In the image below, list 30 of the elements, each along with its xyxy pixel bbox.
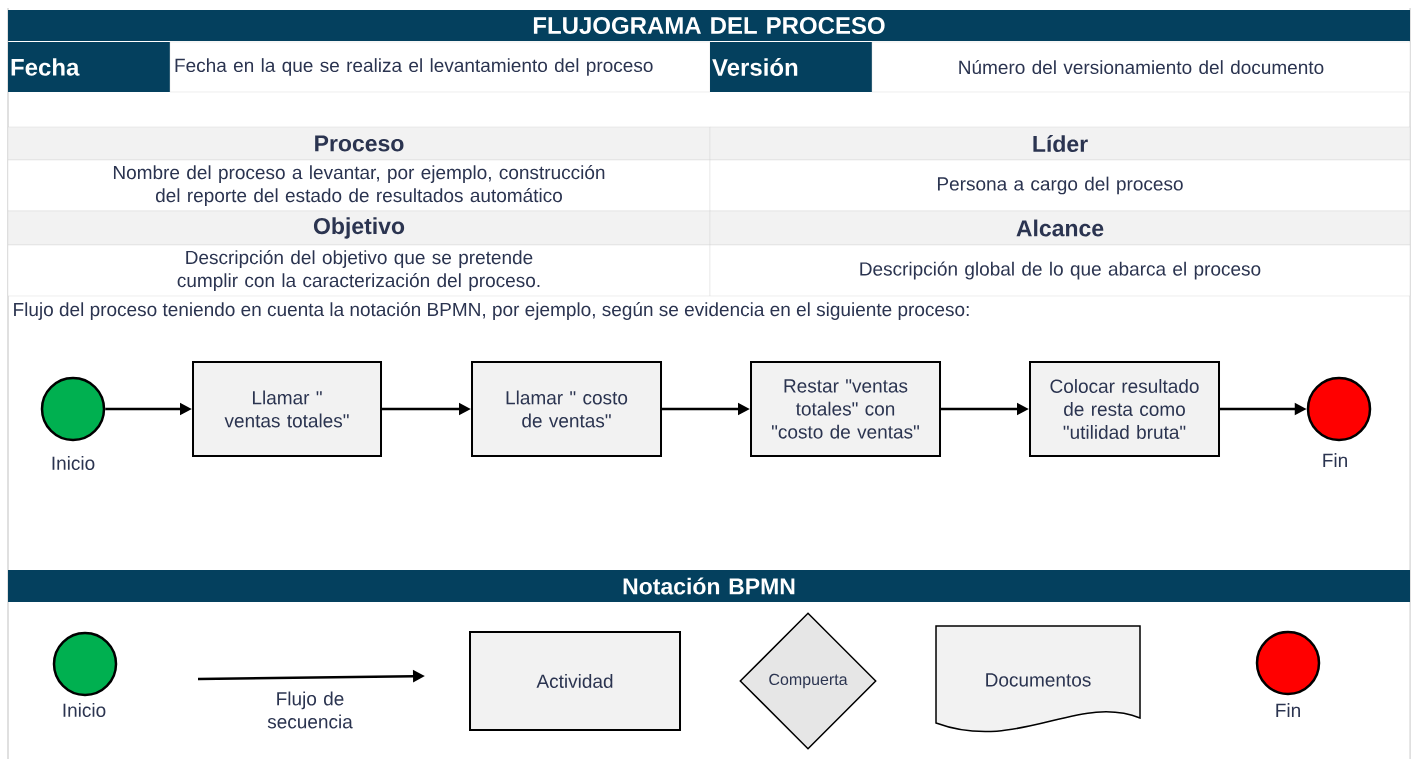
node-label: Fecha [11, 58, 80, 76]
table-cell: Número del versionamiento del documento [871, 41, 1411, 93]
event-label: Fin [1276, 703, 1300, 717]
table-cell: Descripción global de lo que abarca el proceso [709, 244, 1411, 297]
table-cell: Persona a cargo del proceso [709, 159, 1411, 212]
intro-text: Flujo del proceso teniendo en cuenta la notación BPMN, por ejemplo, según se evidencia en el siguiente proceso: [14, 302, 969, 320]
event-label: Inicio [52, 456, 95, 470]
header-cell: Líder [709, 126, 1411, 161]
process-box: Actividad [469, 631, 681, 731]
process-box: Llamar " ventas totales" [192, 361, 382, 457]
header-cell: Objetivo [7, 210, 711, 246]
symbol-label: Flujo de secuencia [267, 691, 353, 729]
event-label: Fin [1323, 453, 1347, 467]
process-box: Restar "ventas totales" con "costo de ventas" [750, 361, 941, 457]
process-box: Llamar " costo de ventas" [471, 361, 662, 457]
header-cell: Alcance [709, 210, 1411, 246]
table-cell: Nombre del proceso a levantar, por ejemplo, construcción del reporte del estado de resultados automático [7, 159, 711, 212]
event-circle [1306, 376, 1372, 467]
event-circle [52, 631, 118, 717]
event-circle [1255, 630, 1321, 717]
section-band: Notación BPMN [8, 570, 1410, 602]
table-cell: Descripción del objetivo que se pretende cumplir con la caracterización del proceso. [7, 244, 711, 297]
event-circle [40, 376, 106, 470]
table-cell: Fecha en la que se realiza el levantamiento del proceso [169, 41, 711, 93]
header-cell: Proceso [7, 126, 711, 161]
process-box: Colocar resultado de resta como "utilidad bruta" [1029, 361, 1220, 457]
node-label: Versión [712, 58, 798, 76]
event-label: Inicio [63, 703, 106, 717]
header-cell: Versión [710, 42, 872, 92]
header-cell: Fecha [8, 42, 170, 92]
